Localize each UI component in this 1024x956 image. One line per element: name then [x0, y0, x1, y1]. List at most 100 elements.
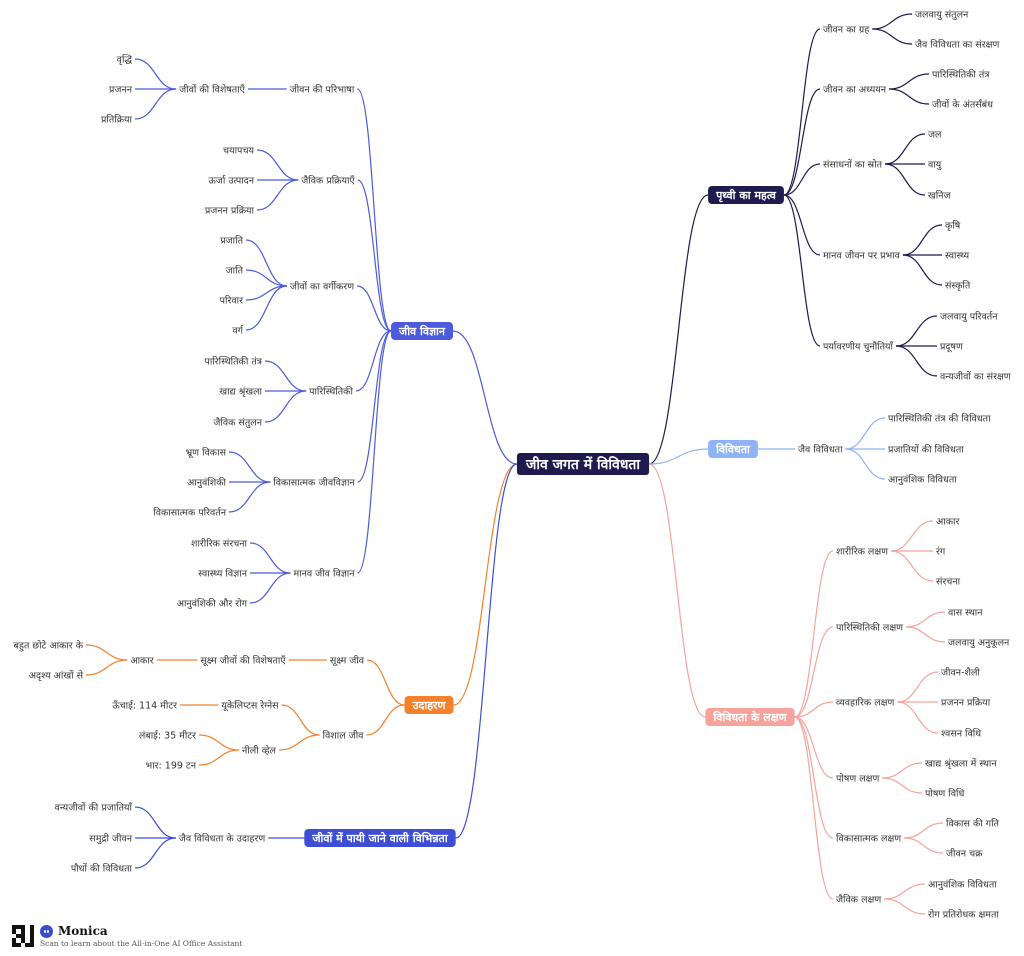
- node-udaharan-aakar[interactable]: आकार: [130, 656, 154, 667]
- connector-line: [356, 88, 392, 332]
- node-lakshan-prajanan-prakriya[interactable]: प्रजनन प्रक्रिया: [941, 697, 991, 709]
- node-jeev-vigyan-prajanan-prakriya[interactable]: प्रजनन प्रक्रिया: [205, 205, 255, 217]
- node-jeev-vigyan-manav-jeev-vigyan[interactable]: मानव जीव विज्ञान: [293, 568, 355, 580]
- branch-node-lakshan[interactable]: [705, 708, 795, 726]
- node-jeev-vigyan-swasthya-vigyan[interactable]: स्वास्थ्य विज्ञान: [198, 568, 247, 580]
- node-prithvi-mahatva-swasthya[interactable]: स्वास्थ्य: [945, 251, 970, 262]
- node-jeev-vigyan-vargikaran[interactable]: जीवों का वर्गीकरण: [290, 281, 354, 293]
- node-prithvi-mahatva-sanskriti[interactable]: संस्कृति: [945, 280, 971, 292]
- node-lakshan-rog-kshamata[interactable]: रोग प्रतिरोधक क्षमता: [928, 909, 999, 921]
- branch-node-prithvi-mahatva[interactable]: [708, 186, 784, 204]
- node-prithvi-mahatva-pradooshan[interactable]: प्रदूषण: [940, 342, 963, 353]
- branch-node-jeev-vigyan-label[interactable]: जीव विज्ञान: [398, 324, 446, 338]
- node-jeev-vigyan-paristhitiki[interactable]: पारिस्थितिकी: [309, 386, 353, 398]
- node-jeev-vigyan-prajanan[interactable]: प्रजनन: [109, 85, 133, 96]
- node-jeev-vigyan-parivar[interactable]: परिवार: [220, 295, 244, 307]
- node-prithvi-mahatva-vanyajeev-sanrakshan[interactable]: वन्यजीवों का संरक्षण: [940, 371, 1011, 383]
- node-jeev-vigyan-jeevon-visheshtayen[interactable]: जीवों की विशेषताएँ: [179, 84, 246, 96]
- node-prithvi-mahatva-khanij[interactable]: खनिज: [928, 190, 952, 202]
- branch-node-vibhinnata[interactable]: [304, 829, 456, 847]
- node-lakshan-jaivik-lakshan[interactable]: जैविक लक्षण: [836, 894, 881, 906]
- branch-node-jeev-vigyan[interactable]: [391, 322, 453, 340]
- node-lakshan-vikasatmak-lakshan[interactable]: विकासात्मक लक्षण: [836, 833, 901, 845]
- node-jeev-vigyan-anuvanshiki[interactable]: आनुवंशिकी: [187, 477, 226, 489]
- node-jeev-vigyan-anuvanshiki-rog[interactable]: आनुवंशिकी और रोग: [177, 598, 248, 610]
- branch-node-udaharan[interactable]: [404, 696, 454, 714]
- node-lakshan-jalvayu-anukoolan[interactable]: जलवायु अनुकूलन: [948, 638, 1010, 649]
- node-udaharan-oonchai[interactable]: ऊँचाई: 114 मीटर: [112, 700, 178, 712]
- connector-line: [794, 716, 834, 779]
- node-lakshan-vyavaharik-lakshan[interactable]: व्यवहारिक लक्षण: [836, 697, 894, 709]
- node-jeev-vigyan-jati[interactable]: जाति: [226, 265, 244, 277]
- node-jeev-vigyan-jeevan-paribhasha[interactable]: जीवन की परिभाषा: [290, 84, 355, 96]
- node-jeev-vigyan-sharirik-sanrachna[interactable]: शारीरिक संरचना: [191, 538, 248, 550]
- node-lakshan-shwasan-vidhi[interactable]: श्वसन विधि: [941, 728, 981, 740]
- node-prithvi-mahatva-sansadhan-srot[interactable]: संसाधनों का स्रोत: [823, 159, 883, 171]
- node-lakshan-jeevan-shaili[interactable]: जीवन-शैली: [941, 667, 980, 679]
- node-jeev-vigyan-jaivik-santulan[interactable]: जैविक संतुलन: [213, 417, 262, 429]
- node-udaharan-sookshma-visheshtayen[interactable]: सूक्ष्म जीवों की विशेषताएँ: [200, 655, 286, 667]
- root-node[interactable]: [516, 453, 650, 475]
- branch-node-prithvi-mahatva-label[interactable]: पृथ्वी का महत्व: [715, 188, 777, 203]
- node-vibhinnata-jaiv-vividhata-udaharan[interactable]: जैव विविधता के उदाहरण: [179, 833, 266, 845]
- connector-line: [245, 239, 287, 287]
- node-lakshan-vikas-gati[interactable]: विकास की गति: [946, 818, 1000, 830]
- node-udaharan-eucalyptus[interactable]: यूकेलिप्टस रेग्नेस: [221, 700, 279, 712]
- node-lakshan-sharirik-lakshan[interactable]: शारीरिक लक्षण: [836, 546, 888, 558]
- node-jeev-vigyan-prajati[interactable]: प्रजाति: [220, 235, 243, 247]
- node-vibhinnata-vanyajeev-prajatiyan[interactable]: वन्यजीवों की प्रजातियाँ: [55, 802, 133, 814]
- node-lakshan-khadya-sthan[interactable]: खाद्य श्रृंखला में स्थान: [925, 758, 997, 770]
- branch-node-vibhinnata-label[interactable]: जीवों में पायी जाने वाली विभिन्नता: [311, 831, 449, 845]
- node-prithvi-mahatva-jal[interactable]: जल: [928, 130, 942, 141]
- node-udaharan-lambai[interactable]: लंबाई: 35 मीटर: [139, 730, 197, 742]
- node-udaharan-adrishya[interactable]: अदृश्य आंखों से: [29, 670, 84, 682]
- node-jeev-vigyan-varg[interactable]: वर्ग: [232, 325, 244, 337]
- node-lakshan-rang[interactable]: रंग: [936, 547, 946, 558]
- node-vividhata-jaiv-vividhata[interactable]: जैव विविधता: [798, 444, 843, 456]
- node-prithvi-mahatva-krishi[interactable]: कृषि: [945, 220, 961, 232]
- node-jeev-vigyan-vriddhi[interactable]: वृद्धि: [117, 54, 133, 66]
- node-prithvi-mahatva-jeevan-grah[interactable]: जीवन का ग्रह: [823, 24, 870, 36]
- node-lakshan-poshan-vidhi[interactable]: पोषण विधि: [925, 788, 964, 800]
- node-prithvi-mahatva-jalvayu-santulan[interactable]: जलवायु संतुलन: [915, 10, 969, 21]
- node-prithvi-mahatva-jeevan-adhyayan[interactable]: जीवन का अध्ययन: [823, 84, 887, 96]
- node-udaharan-bhar[interactable]: भार: 199 टन: [146, 761, 197, 772]
- node-jeev-vigyan-chayapachay[interactable]: चयापचय: [223, 146, 254, 157]
- node-udaharan-neeli-whale[interactable]: नीली व्हेल: [242, 745, 276, 757]
- root-node-label[interactable]: जीव जगत में विविधता: [525, 456, 641, 473]
- branch-node-udaharan-label[interactable]: उदाहरण: [411, 699, 446, 712]
- node-lakshan-vas-sthan[interactable]: वास स्थान: [948, 608, 983, 619]
- node-jeev-vigyan-urja-utpadan[interactable]: ऊर्जा उत्पादन: [208, 175, 254, 187]
- node-lakshan-anuvanshik-vividhata[interactable]: आनुवंशिक विविधता: [928, 879, 997, 891]
- node-udaharan-bahut-chhote[interactable]: बहुत छोटे आकार के: [14, 640, 84, 653]
- node-prithvi-mahatva-paristhitiki-tantra[interactable]: पारिस्थितिकी तंत्र: [932, 69, 990, 81]
- node-prithvi-mahatva-jaiv-sanrakshan[interactable]: जैव विविधता का संरक्षण: [915, 39, 999, 51]
- branch-node-vividhata-label[interactable]: विविधता: [715, 442, 751, 456]
- node-jeev-vigyan-vikasatmak-parivartan[interactable]: विकासात्मक परिवर्तन: [153, 507, 226, 519]
- node-prithvi-mahatva-manav-prabhav[interactable]: मानव जीवन पर प्रभाव: [823, 250, 901, 262]
- node-vividhata-anuvanshik-vividhata[interactable]: आनुवंशिक विविधता: [888, 474, 957, 486]
- node-jeev-vigyan-paristhitiki-tantra[interactable]: पारिस्थितिकी तंत्र: [204, 356, 262, 368]
- node-prithvi-mahatva-vayu[interactable]: वायु: [928, 160, 942, 171]
- node-lakshan-poshan-lakshan[interactable]: पोषण लक्षण: [836, 773, 879, 785]
- node-lakshan-sanrachna[interactable]: संरचना: [936, 577, 961, 588]
- node-lakshan-aakar[interactable]: आकार: [936, 517, 960, 528]
- node-prithvi-mahatva-antarbandh[interactable]: जीवों के अंतर्संबंध: [932, 99, 993, 111]
- branch-node-vividhata[interactable]: [708, 440, 758, 458]
- node-jeev-vigyan-jaivik-prakriyayen[interactable]: जैविक प्रक्रियाएँ: [301, 175, 355, 187]
- node-prithvi-mahatva-chunautiyan[interactable]: पर्यावरणीय चुनौतियाँ: [823, 341, 894, 353]
- node-vibhinnata-paudhon-vividhata[interactable]: पौधों की विविधता: [71, 863, 133, 875]
- node-udaharan-vishal-jeev[interactable]: विशाल जीव: [323, 730, 365, 742]
- node-vividhata-tantra-vividhata[interactable]: पारिस्थितिकी तंत्र की विविधता: [888, 413, 991, 425]
- node-jeev-vigyan-vikasatmak-jeevvigyan[interactable]: विकासात्मक जीवविज्ञान: [273, 477, 355, 489]
- node-lakshan-paristhitiki-lakshan[interactable]: पारिस्थितिकी लक्षण: [836, 622, 903, 634]
- branch-node-lakshan-label[interactable]: विविधता के लक्षण: [712, 710, 787, 724]
- node-lakshan-jeevan-chakra[interactable]: जीवन चक्र: [946, 848, 983, 860]
- node-jeev-vigyan-bhroon-vikas[interactable]: भ्रूण विकास: [186, 447, 227, 459]
- node-vividhata-prajatiyon-vividhata[interactable]: प्रजातियों की विविधता: [888, 444, 964, 456]
- node-vibhinnata-samudri-jeevan[interactable]: समुद्री जीवन: [89, 833, 132, 845]
- node-jeev-vigyan-pratikriya[interactable]: प्रतिक्रिया: [101, 114, 133, 126]
- node-prithvi-mahatva-jalvayu-parivartan[interactable]: जलवायु परिवर्तन: [940, 311, 998, 323]
- node-jeev-vigyan-khadya-shrinkhala[interactable]: खाद्य श्रृंखला: [219, 387, 262, 398]
- node-udaharan-sookshma-jeev[interactable]: सूक्ष्म जीव: [330, 655, 365, 667]
